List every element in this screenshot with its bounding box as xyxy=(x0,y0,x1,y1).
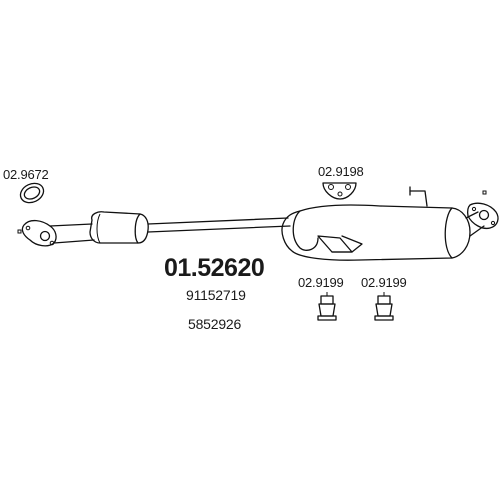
rubber-mount-left xyxy=(317,292,337,321)
rubber-mount-left-callout: 02.9199 xyxy=(298,275,344,290)
oe-number-1: 91152719 xyxy=(186,287,246,303)
rear-silencer xyxy=(281,186,471,261)
front-resonator xyxy=(89,211,149,244)
hanger-callout: 02.9198 xyxy=(318,164,364,179)
hanger-clamp xyxy=(322,182,357,200)
inlet-pipe xyxy=(49,223,95,244)
tailpipe-outlet xyxy=(465,190,499,237)
gasket-callout: 02.9672 xyxy=(3,167,49,182)
middle-pipe xyxy=(147,217,291,233)
rubber-mount-right-callout: 02.9199 xyxy=(361,275,407,290)
part-number: 01.52620 xyxy=(164,254,265,282)
gasket-ring xyxy=(19,182,45,204)
oe-number-2: 5852926 xyxy=(188,316,242,332)
front-flange xyxy=(17,219,57,247)
rubber-mount-right xyxy=(374,292,394,321)
